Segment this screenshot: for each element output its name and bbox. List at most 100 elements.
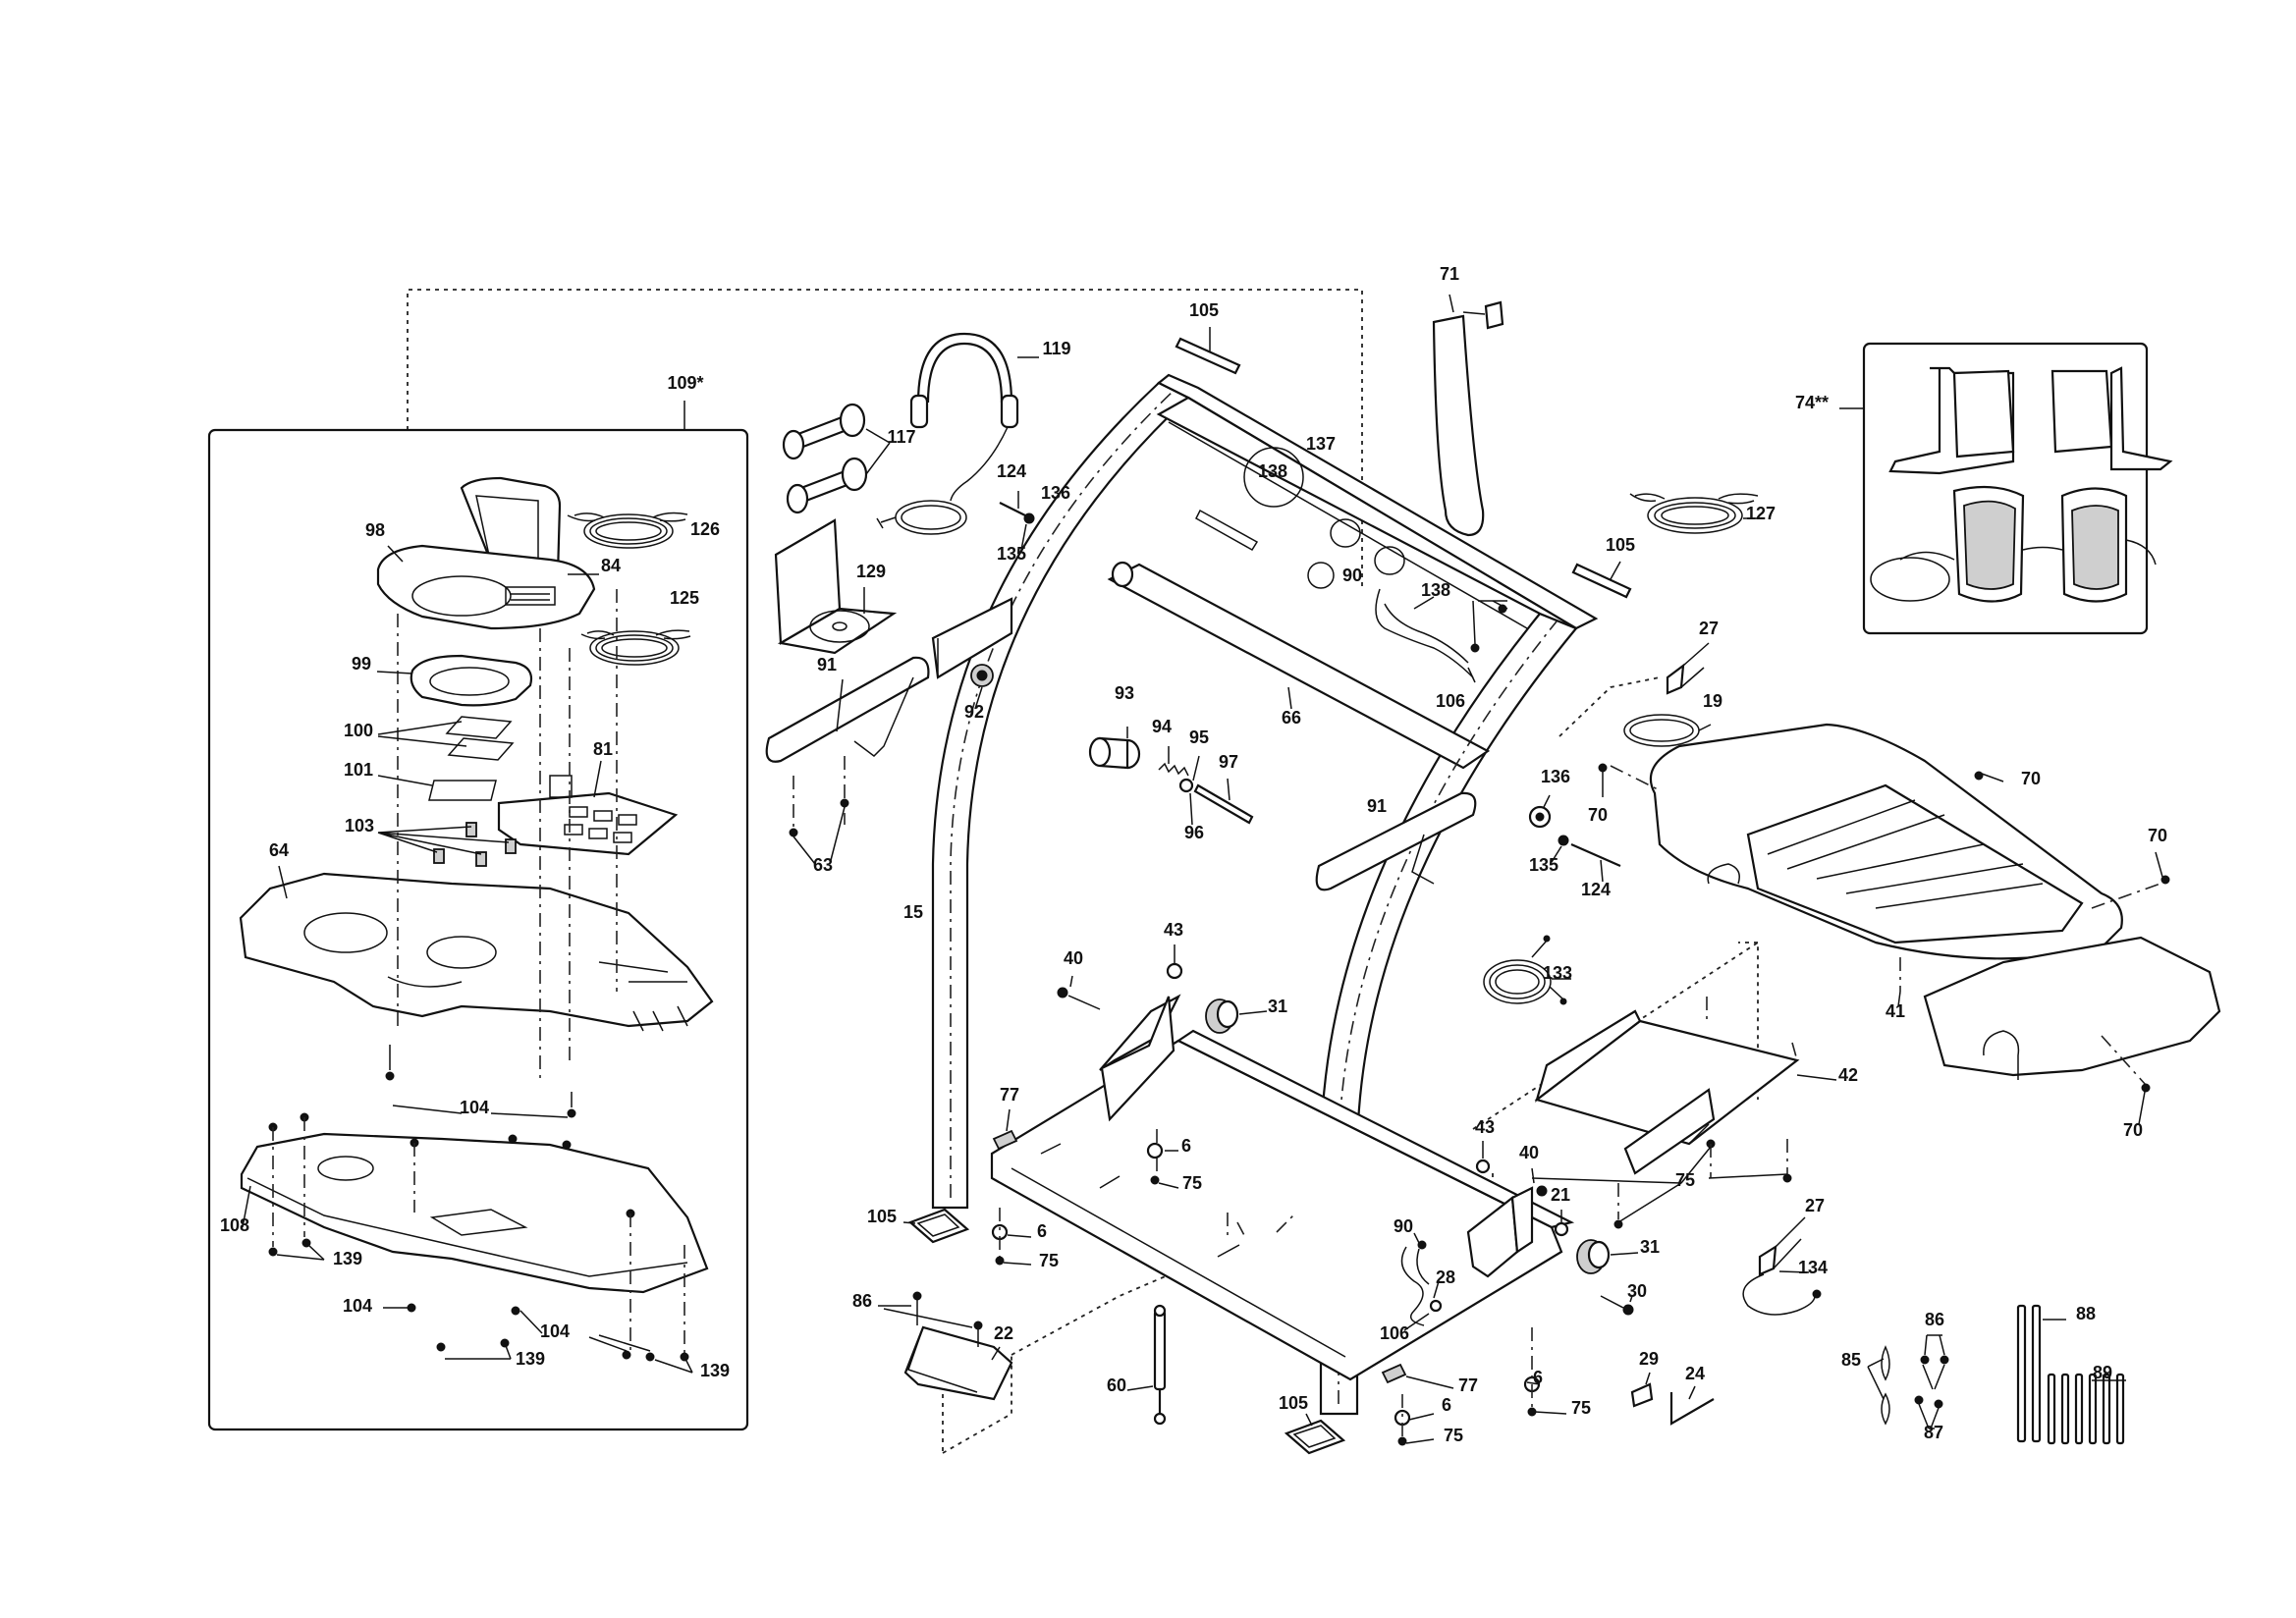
callout-label-c134: 134 <box>1798 1258 1828 1277</box>
callout-label-c97: 97 <box>1219 752 1238 772</box>
overlays-part-100 <box>445 716 515 761</box>
callout-label-c137: 137 <box>1306 434 1336 454</box>
callout-label-c138a: 138 <box>1258 461 1287 481</box>
callout-label-c139b: 139 <box>516 1349 545 1369</box>
callout-label-c104a: 104 <box>460 1098 489 1117</box>
cable-part-133 <box>1483 935 1571 1005</box>
callout-label-c84: 84 <box>601 556 621 575</box>
callout-label-c75b: 75 <box>1675 1170 1695 1190</box>
callout-label-c100: 100 <box>344 721 373 740</box>
callout-label-c105d: 105 <box>1279 1393 1308 1413</box>
callout-label-c22: 22 <box>994 1323 1013 1343</box>
callout-label-c70b: 70 <box>2021 769 2041 788</box>
callout-label-c87: 87 <box>1924 1423 1943 1442</box>
callout-label-c70d: 70 <box>2123 1120 2143 1140</box>
callout-label-c117: 117 <box>887 427 915 447</box>
lower-wires-90-106 <box>1400 1232 1443 1331</box>
callout-label-c31a: 31 <box>1268 997 1287 1016</box>
cable-127 <box>1629 493 1759 534</box>
part-number-callouts: 10571119117109*13713812413613512612774**… <box>220 264 2167 1445</box>
callout-label-c29: 29 <box>1639 1349 1659 1369</box>
cd-case-part-129 <box>774 518 898 655</box>
callout-label-c126: 126 <box>690 519 720 539</box>
callout-label-c89: 89 <box>2093 1363 2112 1382</box>
callout-label-c66: 66 <box>1282 708 1301 728</box>
clips-85-86-87 <box>1867 1334 1949 1429</box>
callout-label-c86a: 86 <box>852 1291 872 1311</box>
callout-label-c98: 98 <box>365 520 385 540</box>
callout-label-c139a: 139 <box>333 1249 362 1268</box>
callout-label-c127: 127 <box>1746 504 1776 523</box>
motor-tray-part-42 <box>1531 997 1837 1229</box>
headphones-part-119 <box>876 332 1039 535</box>
dumbbells-part-117 <box>782 403 891 514</box>
callout-label-c99: 99 <box>352 654 371 674</box>
callout-label-c41: 41 <box>1886 1001 1905 1021</box>
callout-label-c92: 92 <box>964 702 984 722</box>
wire-harness-part-90 <box>1375 588 1508 683</box>
callout-label-c30: 30 <box>1627 1281 1647 1301</box>
strap-part-71 <box>1432 294 1504 537</box>
callout-label-c75c: 75 <box>1039 1251 1059 1270</box>
knob-assembly-parts-93-97 <box>1088 727 1254 826</box>
callout-label-c91b: 91 <box>1367 796 1387 816</box>
callout-label-c86b: 86 <box>1925 1310 1944 1329</box>
allen-wrench-part-24 <box>1669 1392 1715 1426</box>
bottom-plate-part-108 <box>240 1132 709 1294</box>
callout-label-c64: 64 <box>269 840 289 860</box>
plate-part-101 <box>428 780 497 801</box>
callout-label-c6a: 6 <box>1181 1136 1191 1156</box>
callout-label-c90b: 90 <box>1394 1216 1413 1236</box>
callout-label-c90a: 90 <box>1342 566 1362 585</box>
shock-part-60 <box>1126 1304 1167 1426</box>
callout-label-c88: 88 <box>2076 1304 2096 1323</box>
callout-label-c119: 119 <box>1042 339 1070 358</box>
circuit-board-part-81 <box>497 775 679 856</box>
cable-125 <box>580 629 691 666</box>
callout-label-c139c: 139 <box>700 1361 730 1380</box>
speaker-kit-box-74 <box>1839 342 2173 635</box>
cable-134-assembly <box>1742 1216 1822 1316</box>
callout-label-c43a: 43 <box>1164 920 1183 940</box>
key-part-29 <box>1630 1382 1654 1408</box>
callout-label-c133: 133 <box>1543 963 1572 983</box>
callout-label-c94: 94 <box>1152 717 1172 736</box>
callout-label-c93: 93 <box>1115 683 1134 703</box>
right-side-small-parts <box>1528 642 1712 883</box>
callout-label-c27b: 27 <box>1805 1196 1825 1215</box>
pad-105-left-foot <box>907 1208 970 1244</box>
callout-label-c91a: 91 <box>817 655 837 674</box>
console-leader-lines <box>242 545 602 1228</box>
callout-label-c136b: 136 <box>1541 767 1570 786</box>
callout-label-c60: 60 <box>1107 1375 1126 1395</box>
callout-label-c96: 96 <box>1184 823 1204 842</box>
pad-105-right-foot <box>1284 1419 1346 1455</box>
callout-label-c70c: 70 <box>2148 826 2167 845</box>
callout-label-c106a: 106 <box>1436 691 1465 711</box>
callout-label-c124a: 124 <box>997 461 1026 481</box>
callout-label-c6d: 6 <box>1442 1395 1451 1415</box>
callout-label-c125: 125 <box>670 588 699 608</box>
callout-label-c42: 42 <box>1838 1065 1858 1085</box>
callout-label-c124b: 124 <box>1581 880 1611 899</box>
callout-label-c104b: 104 <box>343 1296 372 1316</box>
handrail-right-part-91 <box>1315 791 1477 891</box>
callout-label-c6b: 6 <box>1037 1221 1047 1241</box>
callout-label-c95: 95 <box>1189 728 1209 747</box>
callout-label-c105b: 105 <box>1606 535 1635 555</box>
incline-bracket-part-22 <box>878 1291 1013 1401</box>
callout-label-c81: 81 <box>593 739 613 759</box>
callout-label-c135b: 135 <box>1529 855 1558 875</box>
callout-label-c63: 63 <box>813 855 833 875</box>
callout-label-c104c: 104 <box>540 1321 570 1341</box>
motor-hood-part-41 <box>1598 723 2221 1125</box>
callout-label-c71: 71 <box>1440 264 1459 284</box>
callout-label-c27a: 27 <box>1699 619 1719 638</box>
bezel-part-99 <box>410 654 533 707</box>
cable-126 <box>567 512 688 549</box>
callout-label-c105a: 105 <box>1189 300 1219 320</box>
callout-label-c101: 101 <box>344 760 373 780</box>
callout-label-c24: 24 <box>1685 1364 1705 1383</box>
callout-label-c21: 21 <box>1551 1185 1570 1205</box>
